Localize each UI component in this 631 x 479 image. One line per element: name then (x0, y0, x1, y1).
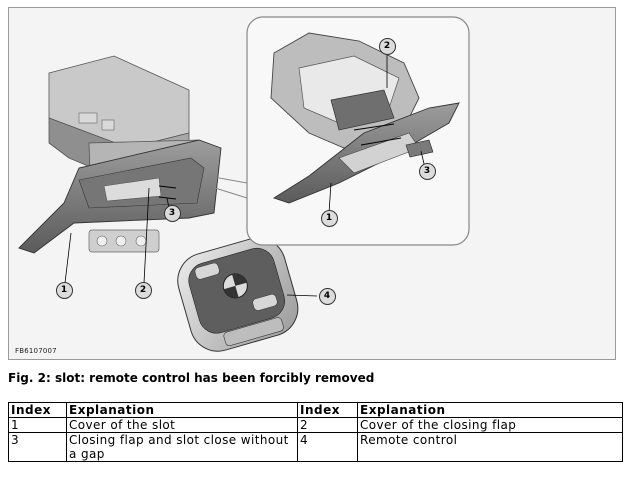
callout-3-detail: 3 (418, 162, 436, 180)
callout-4-main: 4 (318, 287, 336, 305)
table-cell: 4 (297, 432, 358, 462)
table-cell: 1 (8, 417, 67, 433)
table-cell: Cover of the slot (66, 417, 298, 433)
header-explanation-2: Explanation (357, 402, 623, 418)
table-cell: 2 (297, 417, 358, 433)
callout-2-detail: 2 (378, 37, 396, 55)
header-index-1: Index (8, 402, 67, 418)
figure-id: FB6107007 (15, 347, 57, 355)
callout-1-detail: 1 (320, 209, 338, 227)
slot-cover (18, 139, 222, 254)
table-cell: Cover of the closing flap (357, 417, 623, 433)
table-cell: Remote control (357, 432, 623, 462)
remote-control-key (177, 237, 299, 352)
illustration-svg (18, 16, 470, 352)
table-cell: Closing flap and slot close without a ga… (66, 432, 298, 462)
table-row: 1 Cover of the slot 2 Cover of the closi… (8, 417, 623, 433)
callout-3-main: 3 (163, 204, 181, 222)
figure-caption: Fig. 2: slot: remote control has been fo… (8, 371, 375, 385)
detail-inset (207, 16, 470, 246)
header-index-2: Index (297, 402, 358, 418)
callout-1-main: 1 (55, 281, 73, 299)
explanation-table: Index Explanation Index Explanation 1 Co… (8, 402, 623, 462)
callout-2-main: 2 (134, 281, 152, 299)
header-explanation-1: Explanation (66, 402, 298, 418)
figure-illustration: 1 2 3 4 1 2 3 FB6107007 (8, 7, 616, 360)
table-header-row: Index Explanation Index Explanation (8, 402, 623, 418)
table-cell: 3 (8, 432, 67, 462)
table-row: 3 Closing flap and slot close without a … (8, 432, 623, 462)
